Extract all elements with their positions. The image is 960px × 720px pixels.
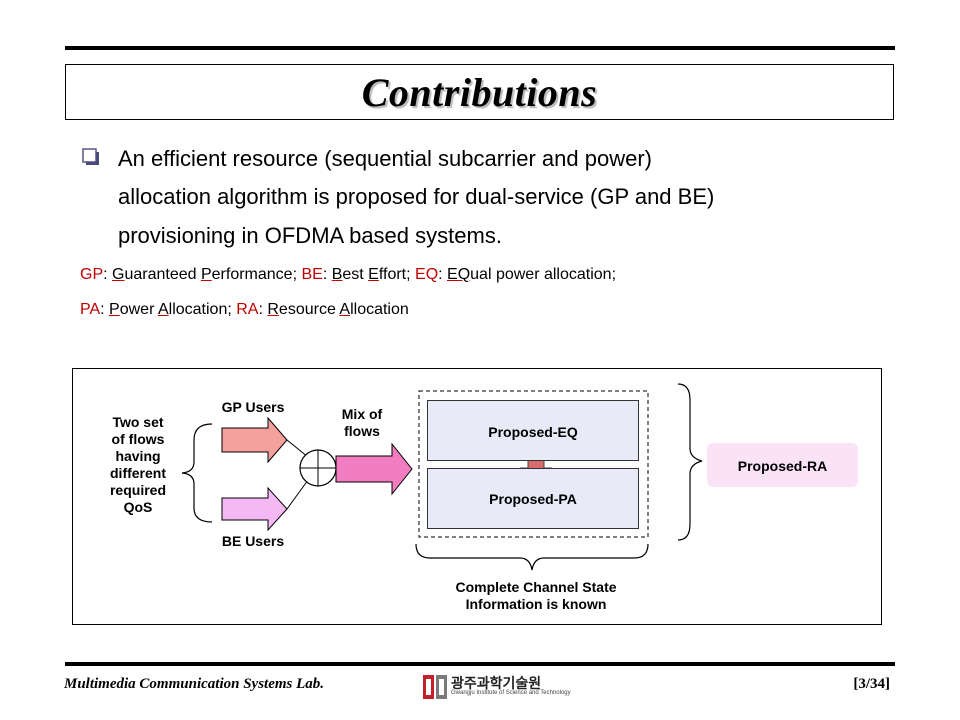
glossary-text: ffort <box>378 266 407 283</box>
logo-english-text: Gwangju Institute of Science and Technol… <box>451 690 571 696</box>
glossary-initial: P <box>200 266 212 283</box>
glossary-separator: ; <box>292 266 302 283</box>
proposed-eq-box: Proposed-EQ <box>427 400 639 461</box>
glossary-separator: ; <box>611 266 617 283</box>
glossary-initial: A <box>339 301 351 318</box>
csi-dashed-box <box>418 390 649 538</box>
glossary-abbr: BE <box>301 266 323 283</box>
be-users-label: BE Users <box>221 533 285 549</box>
diagram-frame <box>72 368 882 625</box>
flows-label-line-5: required <box>109 482 166 498</box>
flows-label-line-2: of flows <box>111 431 165 447</box>
glossary-initial: G <box>112 266 125 283</box>
glossary-text: ual power allocation <box>470 266 612 283</box>
csi-label-line-2: Information is known <box>465 596 607 612</box>
glossary-initial: B <box>331 266 343 283</box>
gist-logo: 광주과학기술원 Gwangju Institute of Science and… <box>423 673 573 703</box>
glossary-abbr: PA <box>80 301 101 318</box>
glossary-separator: : <box>258 301 268 318</box>
glossary-separator: : <box>322 266 332 283</box>
flows-label-line-4: different <box>110 465 166 481</box>
glossary-text: uaranteed <box>124 266 201 283</box>
logo-korean-text: 광주과학기술원 <box>451 675 542 691</box>
glossary-text: est <box>342 266 369 283</box>
glossary-text: erformance <box>211 266 293 283</box>
glossary-text: llocation <box>168 301 228 318</box>
proposed-ra-label: Proposed-RA <box>737 458 828 474</box>
mix-arrow <box>335 442 413 496</box>
slide-title: Contributions <box>361 70 598 115</box>
right-brace <box>677 383 703 541</box>
flows-label-line-6: QoS <box>123 499 153 515</box>
glossary-initial: EQ <box>447 266 471 283</box>
glossary-initial: A <box>157 301 169 318</box>
glossary-abbr: EQ <box>415 266 439 283</box>
gp-arrow <box>221 416 288 464</box>
be-arrow <box>221 486 288 532</box>
csi-label: Complete Channel State Information is kn… <box>396 579 676 613</box>
glossary-abbr: RA <box>236 301 259 318</box>
mix-label-line-2: flows <box>344 423 380 439</box>
proposed-pa-box: Proposed-PA <box>427 468 639 529</box>
proposed-pa-label: Proposed-PA <box>489 491 577 507</box>
glossary-separator: : <box>438 266 448 283</box>
glossary-text: llocation <box>350 301 409 318</box>
csi-label-line-1: Complete Channel State <box>455 579 617 595</box>
title-box: Contributions <box>65 64 894 120</box>
flows-label-line-1: Two set <box>112 414 164 430</box>
glossary-initial: R <box>267 301 279 318</box>
bullet-line-1: An efficient resource (sequential subcar… <box>118 146 652 171</box>
footer-lab-name: Multimedia Communication Systems Lab. <box>64 676 325 692</box>
left-brace <box>181 423 213 523</box>
gist-emblem-icon <box>423 675 447 699</box>
bullet-line-2: allocation algorithm is proposed for dua… <box>118 184 715 209</box>
proposed-ra-box: Proposed-RA <box>707 443 858 487</box>
glossary-separator: ; <box>406 266 416 283</box>
proposed-eq-label: Proposed-EQ <box>488 424 578 440</box>
glossary-row-2: PA: Power Allocation; RA: Resource Alloc… <box>80 302 409 318</box>
glossary-initial: P <box>109 301 120 318</box>
glossary-separator: ; <box>227 301 237 318</box>
flows-description: Two set of flows having different requir… <box>88 414 188 516</box>
glossary-separator: : <box>100 301 110 318</box>
be-connector <box>286 479 309 510</box>
glossary-abbr: GP <box>80 266 104 283</box>
gp-connector <box>286 439 309 458</box>
glossary-initial: E <box>368 266 379 283</box>
glossary-text: esource <box>278 301 340 318</box>
mix-of-flows-label: Mix of flows <box>322 406 402 440</box>
page-number: [3/34] <box>853 676 890 692</box>
bottom-brace <box>415 543 649 571</box>
bullet-square-icon <box>82 148 99 165</box>
glossary-row-1: GP: Guaranteed Performance; BE: Best Eff… <box>80 267 616 283</box>
mix-label-line-1: Mix of <box>341 406 383 422</box>
flows-label-line-3: having <box>115 448 161 464</box>
top-rule <box>65 46 895 50</box>
glossary-separator: : <box>103 266 113 283</box>
bottom-rule <box>65 662 895 666</box>
glossary-text: ower <box>119 301 158 318</box>
gp-users-label: GP Users <box>221 399 285 415</box>
bullet-line-3: provisioning in OFDMA based systems. <box>118 223 502 248</box>
